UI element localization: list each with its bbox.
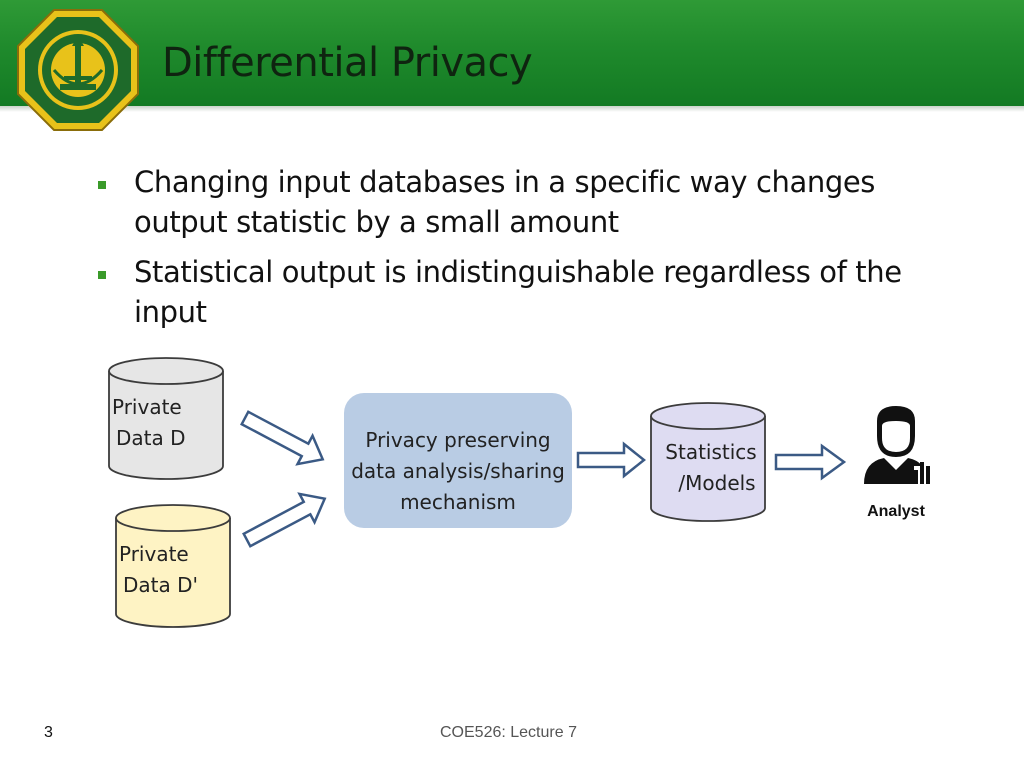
statistics-label-line2: /Models — [678, 471, 756, 495]
page-number: 3 — [44, 724, 53, 741]
bullet-text: Changing input databases in a specific w… — [134, 165, 875, 239]
bullet-item: Statistical output is indistinguishable … — [96, 252, 956, 332]
statistics-cylinder — [650, 402, 766, 522]
analyst-person-chart-icon — [864, 406, 930, 484]
arrow-d-to-mechanism — [240, 410, 325, 466]
mechanism-label: Privacy preserving data analysis/sharing… — [345, 425, 571, 518]
university-seal-icon — [17, 9, 139, 131]
database-d-prime-cylinder — [115, 504, 231, 628]
database-d-label: Private Data D — [112, 392, 202, 454]
arrow-statistics-to-analyst — [774, 443, 847, 481]
mechanism-label-line1: Privacy preserving — [365, 428, 551, 452]
mechanism-box — [344, 393, 572, 528]
mechanism-label-line3: mechanism — [400, 490, 516, 514]
footer-course: COE526: Lecture 7 — [440, 724, 577, 741]
database-d-label-line2: Data D — [116, 426, 186, 450]
bullet-text: Statistical output is indistinguishable … — [134, 255, 902, 329]
bullet-list: Changing input databases in a specific w… — [96, 162, 956, 342]
title-bar-shadow — [0, 106, 1024, 112]
slide-title: Differential Privacy — [162, 40, 533, 86]
statistics-label-line1: Statistics — [665, 440, 757, 464]
square-bullet-icon — [98, 271, 106, 279]
statistics-label: Statistics /Models — [656, 437, 766, 499]
square-bullet-icon — [98, 181, 106, 189]
arrow-d-prime-to-mechanism — [242, 492, 327, 548]
arrow-mechanism-to-statistics — [576, 441, 647, 479]
database-d-prime-label: Private Data D' — [119, 539, 219, 601]
analyst-label: Analyst — [867, 503, 925, 520]
database-d-prime-label-line2: Data D' — [123, 573, 199, 597]
database-d-cylinder — [108, 357, 224, 480]
database-d-label-line1: Private — [112, 395, 182, 419]
bullet-item: Changing input databases in a specific w… — [96, 162, 956, 242]
database-d-prime-label-line1: Private — [119, 542, 189, 566]
title-bar — [0, 0, 1024, 106]
mechanism-label-line2: data analysis/sharing — [351, 459, 565, 483]
